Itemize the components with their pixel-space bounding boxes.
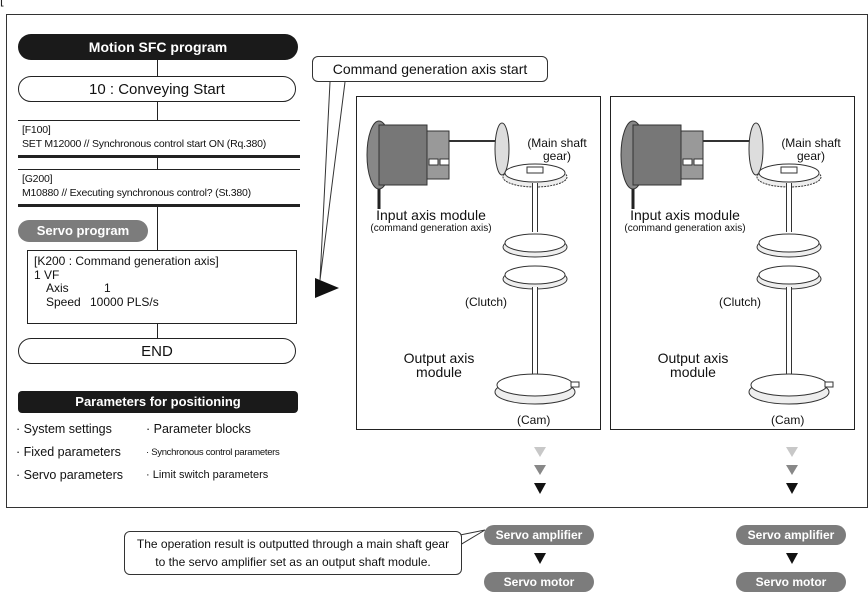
motion-sfc-title: Motion SFC program	[18, 34, 298, 60]
down-arrow-icon	[786, 447, 798, 457]
input-axis-label: Input axis module (command generation ax…	[357, 207, 505, 235]
speed-row: Speed 10000 PLS/s	[34, 294, 290, 310]
main-shaft-line1: (Main shaft	[527, 136, 587, 150]
mechanism-drawing-2	[620, 120, 834, 405]
note-pointer	[455, 529, 486, 549]
operation-note: The operation result is outputted throug…	[124, 531, 462, 575]
main-shaft-gear-label-2: (Main shaft gear)	[771, 137, 851, 163]
servo-program-title: Servo program	[18, 220, 148, 242]
main-shaft-line2: gear)	[542, 149, 571, 163]
panel-axis-2: (Main shaft gear) Input axis module (com…	[610, 96, 855, 430]
transition-f100[interactable]: [F100] SET M12000 // Synchronous control…	[18, 120, 300, 158]
main-shaft-gear-label: (Main shaft gear)	[517, 137, 597, 163]
axis-value: 1	[104, 281, 111, 295]
down-arrow-icon	[534, 447, 546, 457]
transition-g200[interactable]: [G200] M10880 // Executing synchronous c…	[18, 169, 300, 207]
input-axis-line2-2: (command generation axis)	[624, 223, 746, 234]
main-shaft-line1-2: (Main shaft	[781, 136, 841, 150]
param-parameter-blocks: · Parameter blocks	[146, 422, 251, 436]
clutch-label: (Clutch)	[465, 295, 508, 309]
input-axis-line1-2: Input axis module	[630, 207, 740, 223]
servo-amplifier-1: Servo amplifier	[484, 525, 594, 545]
corner-bracket: [	[0, 0, 4, 7]
vf-instruction: 1 VF	[34, 267, 60, 282]
input-axis-line2: (command generation axis)	[370, 223, 492, 234]
play-arrow-icon	[315, 278, 339, 298]
g200-tag: [G200]	[22, 173, 53, 185]
down-arrow-icon	[786, 483, 798, 494]
f100-text: SET M12000 // Synchronous control start …	[22, 138, 267, 150]
step-end[interactable]: END	[18, 338, 296, 364]
mechanism-drawing-1	[366, 120, 580, 405]
output-axis-line1: Output axis	[403, 350, 475, 366]
down-arrow-icon	[786, 553, 798, 564]
servo-program-k200[interactable]: [K200 : Command generation axis] 1 VF Ax…	[27, 250, 297, 324]
step-conveying-start[interactable]: 10 : Conveying Start	[18, 76, 296, 102]
cam-label-2: (Cam)	[771, 413, 805, 427]
output-axis-label: Output axis module	[389, 351, 489, 379]
parameters-title: Parameters for positioning	[18, 391, 298, 413]
param-system-settings: · System settings	[16, 422, 112, 436]
param-synchronous-control: · Synchronous control parameters	[146, 447, 280, 458]
down-arrow-icon	[534, 465, 546, 475]
speed-value: 10000 PLS/s	[90, 294, 159, 309]
operation-note-line2: to the servo amplifier set as an output …	[155, 555, 431, 569]
param-servo-parameters: · Servo parameters	[16, 468, 123, 482]
down-arrow-icon	[534, 553, 546, 564]
f100-tag: [F100]	[22, 124, 51, 136]
param-fixed-parameters: · Fixed parameters	[16, 445, 121, 459]
axis-label: Axis	[46, 281, 69, 295]
panel-axis-1: (Main shaft gear) Input axis module (com…	[356, 96, 601, 430]
output-axis-line2-2: module	[670, 364, 716, 380]
callout-pointer	[319, 81, 346, 281]
operation-note-line1: The operation result is outputted throug…	[136, 537, 450, 551]
clutch-label-2: (Clutch)	[719, 295, 762, 309]
output-axis-line2: module	[416, 364, 462, 380]
axis-row: Axis 1	[34, 281, 290, 296]
cam-label: (Cam)	[517, 413, 551, 427]
command-generation-callout: Command generation axis start	[312, 56, 548, 82]
output-axis-label-2: Output axis module	[643, 351, 743, 379]
speed-label: Speed	[46, 294, 81, 309]
k200-header: [K200 : Command generation axis]	[34, 254, 219, 268]
servo-motor-1: Servo motor	[484, 572, 594, 592]
input-axis-line1: Input axis module	[376, 207, 486, 223]
servo-motor-2: Servo motor	[736, 572, 846, 592]
param-limit-switch: · Limit switch parameters	[146, 469, 269, 481]
g200-text: M10880 // Executing synchronous control?…	[22, 187, 251, 199]
down-arrow-icon	[786, 465, 798, 475]
servo-amplifier-2: Servo amplifier	[736, 525, 846, 545]
input-axis-label-2: Input axis module (command generation ax…	[611, 207, 759, 235]
output-axis-line1-2: Output axis	[657, 350, 729, 366]
down-arrow-icon	[534, 483, 546, 494]
main-shaft-line2-2: gear)	[796, 149, 825, 163]
